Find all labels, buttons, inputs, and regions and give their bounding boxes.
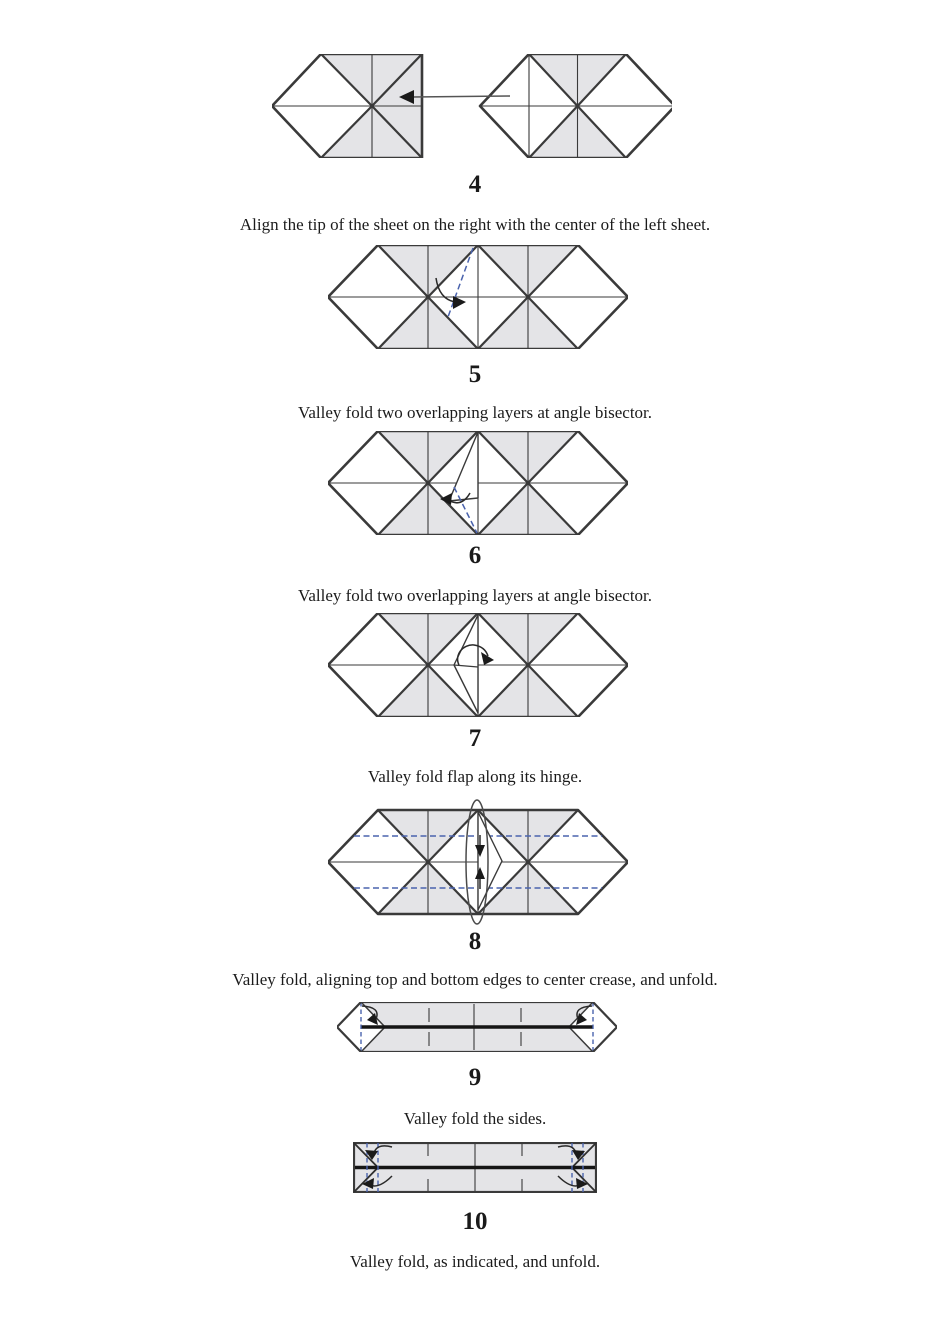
step-10-diagram — [353, 1142, 597, 1193]
step-6-number: 6 — [468, 542, 482, 569]
step-6-caption: Valley fold two overlapping layers at an… — [297, 586, 653, 605]
valley-fold-dashed-line — [447, 247, 474, 318]
valley-fold-dashed-line — [453, 486, 478, 534]
fold-arrow-bottom-left-icon — [362, 1175, 393, 1189]
step-7-diagram — [328, 613, 628, 717]
folded-flap — [453, 614, 479, 714]
step-9-caption: Valley fold the sides. — [403, 1109, 547, 1128]
step-5-number: 5 — [468, 361, 482, 388]
step-8-diagram — [328, 799, 628, 925]
fold-arrow-down-icon — [475, 835, 485, 857]
fold-arrow-left-icon — [361, 1005, 378, 1025]
step-4-caption: Align the tip of the sheet on the right … — [239, 215, 711, 234]
right-sheet-hexagon — [478, 54, 672, 158]
step-10-caption: Valley fold, as indicated, and unfold. — [349, 1252, 601, 1271]
step-6-diagram — [328, 431, 628, 535]
wrap-around-arrow-icon — [465, 799, 489, 925]
fold-arrow-top-left-icon — [365, 1145, 393, 1160]
step-9-number: 9 — [468, 1064, 482, 1091]
corner-diagonal-creases — [353, 1142, 597, 1193]
step-8-number: 8 — [468, 928, 482, 955]
step-4-number: 4 — [468, 171, 482, 198]
step-4-diagram — [272, 54, 672, 158]
step-7-caption: Valley fold flap along its hinge. — [367, 767, 583, 786]
fold-arrow-icon — [440, 492, 471, 505]
fold-over-arrow-icon — [456, 644, 494, 666]
fold-arrow-up-icon — [475, 867, 485, 889]
move-arrow-icon — [399, 90, 511, 104]
folded-flap — [477, 811, 503, 911]
fold-arrow-icon — [435, 277, 466, 309]
step-5-caption: Valley fold two overlapping layers at an… — [297, 403, 653, 422]
folded-flap — [448, 431, 479, 502]
step-7-number: 7 — [468, 725, 482, 752]
step-5-diagram — [328, 245, 628, 349]
fold-arrow-right-icon — [576, 1005, 593, 1025]
step-8-caption: Valley fold, aligning top and bottom edg… — [232, 970, 718, 989]
fold-arrow-top-right-icon — [557, 1145, 585, 1160]
folded-left-sheet — [272, 54, 424, 158]
step-9-diagram — [337, 1002, 617, 1052]
fold-arrow-bottom-right-icon — [557, 1175, 588, 1189]
step-10-number: 10 — [462, 1208, 488, 1235]
